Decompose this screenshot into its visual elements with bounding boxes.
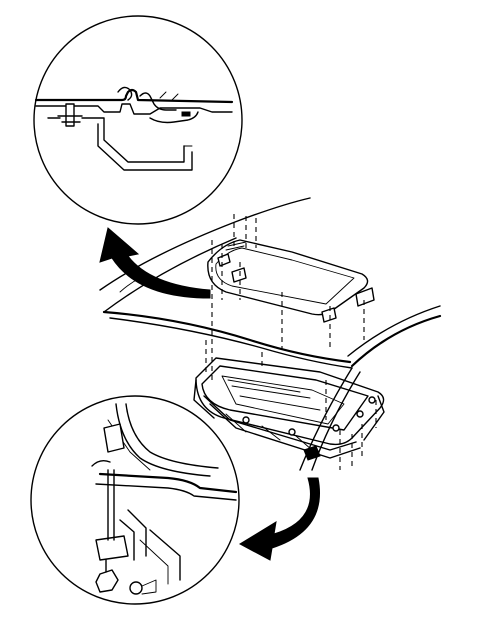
curved-arrow-lower: [238, 477, 320, 561]
alignment-lines: [205, 214, 377, 470]
detail-circle-upper: [33, 15, 243, 225]
detail-circle-lower: [30, 395, 240, 605]
lower-detail-section: [91, 403, 238, 595]
curved-arrow-upper: [99, 227, 211, 299]
upper-detail-section: [34, 86, 234, 171]
detail-circle-lower-outline: [30, 395, 240, 605]
roof-assembly: [99, 197, 442, 471]
sunroof-glass-panel: [207, 239, 375, 323]
sunroof-module-frame: [193, 357, 385, 461]
detail-circle-upper-outline: [33, 15, 243, 225]
